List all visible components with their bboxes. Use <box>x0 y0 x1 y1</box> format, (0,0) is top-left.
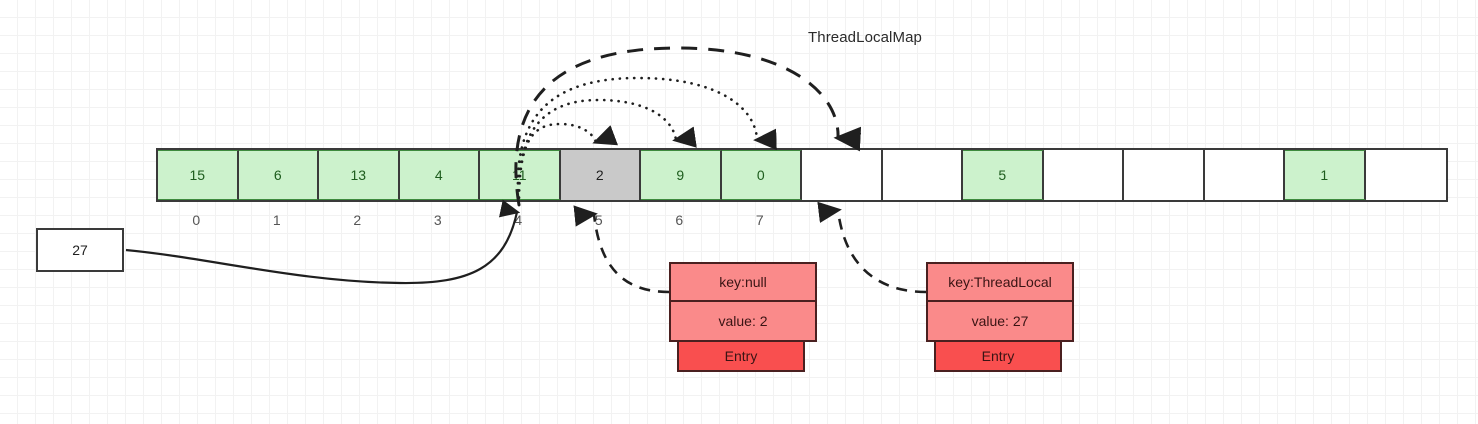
array-cell-8[interactable] <box>802 150 883 200</box>
array-cell-14[interactable]: 1 <box>1285 150 1366 200</box>
array-cell-9[interactable] <box>882 150 963 200</box>
source-value-label: 27 <box>72 242 88 258</box>
array-cell-7[interactable]: 0 <box>721 150 802 200</box>
array-cell-value-7: 0 <box>756 167 765 183</box>
array-cell-value-3: 4 <box>434 167 443 183</box>
source-value-box: 27 <box>36 228 124 272</box>
array-cell-value-10: 5 <box>998 167 1007 183</box>
array-index-label-3: 3 <box>433 212 442 228</box>
entry-object-live: key:ThreadLocal value: 27 Entry <box>926 262 1074 372</box>
array-cell-3[interactable]: 4 <box>399 150 480 200</box>
array-index-label-5: 5 <box>594 212 603 228</box>
array-index-label-6: 6 <box>675 212 684 228</box>
array-cell-13[interactable] <box>1204 150 1285 200</box>
array-index-label-4: 4 <box>514 212 523 228</box>
array-cell-value-0: 15 <box>189 167 206 183</box>
array-index-label-2: 2 <box>353 212 362 228</box>
array-index-label-7: 7 <box>755 212 764 228</box>
entry-object-stale: key:null value: 2 Entry <box>669 262 817 372</box>
entry-body: key:ThreadLocal value: 27 <box>926 262 1074 342</box>
entry-value-field: value: 27 <box>928 302 1072 340</box>
entry-value-field: value: 2 <box>671 302 815 340</box>
array-cell-10[interactable]: 5 <box>963 150 1044 200</box>
array-cell-2[interactable]: 13 <box>319 150 400 200</box>
threadlocalmap-array: 15 6 13 4 11 2 9 0 5 1 <box>156 148 1448 202</box>
connector-entry-live-to-slot8 <box>817 201 927 294</box>
array-cell-6[interactable]: 9 <box>641 150 722 200</box>
array-index-label-1: 1 <box>272 212 281 228</box>
array-cell-value-2: 13 <box>350 167 367 183</box>
entry-body: key:null value: 2 <box>669 262 817 342</box>
slot-value-annotation: 27 <box>845 130 862 147</box>
array-cell-value-4: 11 <box>511 167 527 183</box>
entry-key-field: key:null <box>671 264 815 302</box>
array-cell-value-1: 6 <box>273 167 282 183</box>
array-cell-value-5: 2 <box>595 167 604 183</box>
entry-key-field: key:ThreadLocal <box>928 264 1072 302</box>
array-cell-0[interactable]: 15 <box>158 150 239 200</box>
array-cell-5[interactable]: 2 <box>560 150 641 200</box>
array-cell-value-6: 9 <box>676 167 685 183</box>
array-cell-4[interactable]: 11 <box>480 150 561 200</box>
array-cell-11[interactable] <box>1043 150 1124 200</box>
array-cell-12[interactable] <box>1124 150 1205 200</box>
entry-type-tab: Entry <box>934 342 1062 372</box>
diagram-title: ThreadLocalMap <box>808 29 922 46</box>
array-cell-15[interactable] <box>1365 150 1446 200</box>
array-cell-1[interactable]: 6 <box>238 150 319 200</box>
entry-type-tab: Entry <box>677 342 805 372</box>
array-cell-value-14: 1 <box>1320 167 1329 183</box>
array-index-label-0: 0 <box>192 212 201 228</box>
